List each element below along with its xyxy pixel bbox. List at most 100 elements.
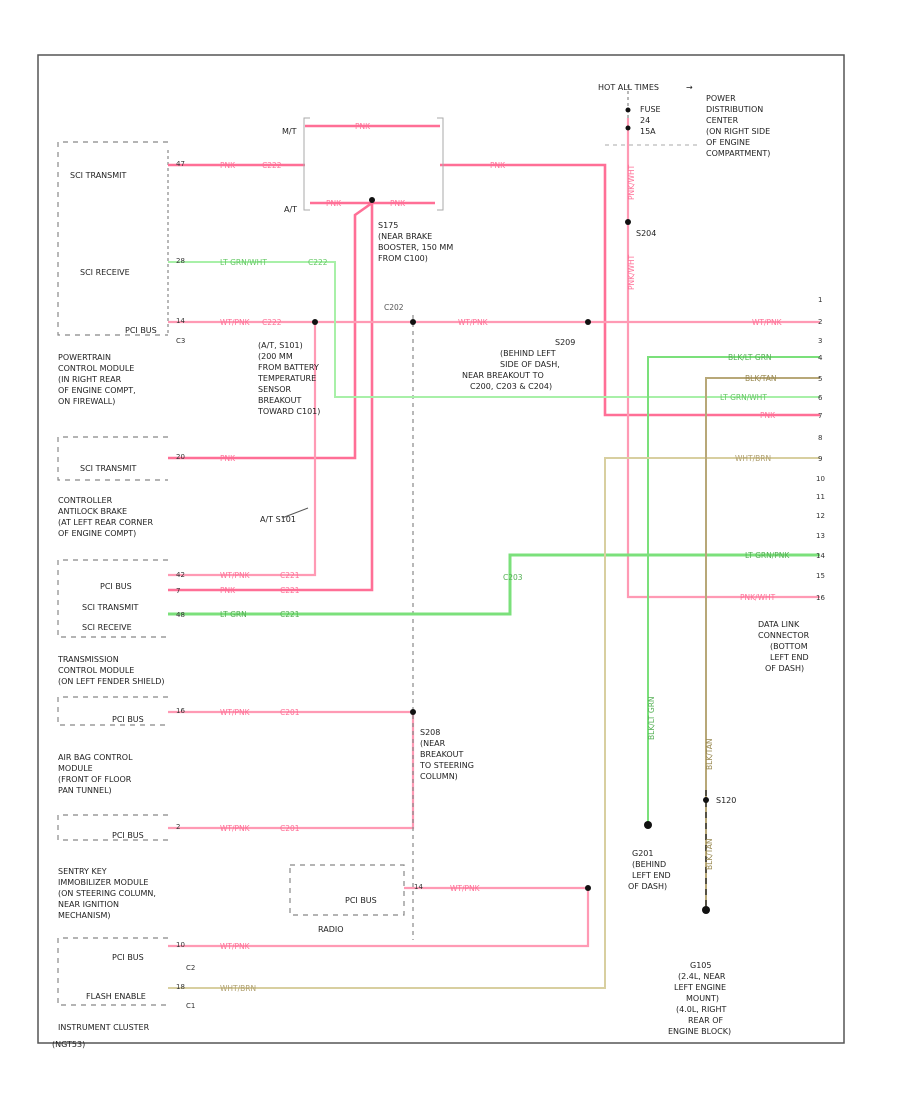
svg-text:(AT LEFT REAR CORNER: (AT LEFT REAR CORNER (58, 518, 153, 527)
wire-conn-c221-a: C221 (280, 571, 300, 580)
svg-text:(NEAR: (NEAR (420, 739, 446, 748)
pcm-box (57, 141, 168, 336)
at-label: A/T (284, 205, 297, 214)
skim-pin-pci-bus: PCI BUS (112, 831, 144, 840)
wire-label-pnk-dlc: PNK (760, 411, 776, 420)
svg-text:POWERTRAIN: POWERTRAIN (58, 353, 111, 362)
svg-text:(A/T, S101): (A/T, S101) (258, 341, 303, 350)
wire-pnk-abs (168, 201, 373, 460)
fuse-name: FUSE (640, 105, 661, 114)
wire-label-pci-dlc: WT/PNK (752, 318, 783, 327)
fuse-number: 24 (640, 116, 650, 125)
svg-text:(200 MM: (200 MM (258, 352, 293, 361)
svg-text:AIR BAG CONTROL: AIR BAG CONTROL (58, 753, 133, 762)
svg-text:2: 2 (818, 318, 822, 326)
wire-label-cluster-pci: WT/PNK (220, 942, 251, 951)
svg-text:ANTILOCK BRAKE: ANTILOCK BRAKE (58, 507, 127, 516)
wire-wtpnk-skim (168, 712, 415, 830)
cluster-box (57, 937, 168, 1006)
svg-text:FROM C100): FROM C100) (378, 254, 428, 263)
svg-text:(FRONT OF FLOOR: (FRONT OF FLOOR (58, 775, 132, 784)
wire-label-blkltgrn-vert: BLK/LT GRN (647, 696, 656, 740)
svg-text:SENSOR: SENSOR (258, 385, 291, 394)
splice-s120 (703, 797, 709, 803)
skim-box (57, 814, 168, 841)
wire-label-pci-b: WT/PNK (458, 318, 489, 327)
svg-text:LEFT END: LEFT END (770, 653, 809, 662)
wire-wtpnk-tcm-pci (168, 322, 317, 577)
svg-text:IMMOBILIZER MODULE: IMMOBILIZER MODULE (58, 878, 149, 887)
abs-pin-num-20: 20 (176, 453, 185, 461)
splice-c202 (410, 319, 416, 325)
svg-text:(ON STEERING COLUMN,: (ON STEERING COLUMN, (58, 889, 156, 898)
fuse-rating: 15A (640, 127, 656, 136)
svg-text:4: 4 (818, 354, 823, 362)
airbag-pin-pci-bus: PCI BUS (112, 715, 144, 724)
svg-text:OF ENGINE COMPT): OF ENGINE COMPT) (58, 529, 136, 538)
wire-conn-c221-c: C221 (280, 610, 300, 619)
svg-text:6: 6 (818, 394, 823, 402)
svg-text:5: 5 (818, 375, 822, 383)
mt-label: M/T (282, 127, 297, 136)
pcm-connector-c3: C3 (176, 337, 185, 345)
s209-label: S209 (BEHIND LEFT SIDE OF DASH, NEAR BRE… (462, 338, 575, 391)
wire-label-blkltgrn: BLK/LT GRN (728, 353, 772, 362)
pcm-pin-sci-transmit: SCI TRANSMIT (70, 171, 126, 180)
tcm-pin-sci-receive: SCI RECEIVE (82, 623, 132, 632)
cluster-pin-num-18: 18 (176, 983, 185, 991)
svg-text:1: 1 (818, 296, 822, 304)
svg-text:TOWARD C101): TOWARD C101) (257, 407, 320, 416)
tcm-pin-num-48: 48 (176, 611, 185, 619)
hot-all-times-label: HOT ALL TIMES (598, 83, 659, 92)
dlc-pin-numbers: 1 2 3 4 5 6 7 8 9 10 11 12 13 14 15 16 (816, 296, 825, 602)
wire-label-whtbrn-dlc: WHT/BRN (735, 454, 771, 463)
wire-label-pnkwht-vert-top: PNK/WHT (627, 164, 636, 200)
tcm-pin-pci-bus: PCI BUS (100, 582, 132, 591)
abs-pin-sci-transmit: SCI TRANSMIT (80, 464, 136, 473)
svg-text:CONNECTOR: CONNECTOR (758, 631, 810, 640)
svg-text:(ON LEFT FENDER SHIELD): (ON LEFT FENDER SHIELD) (58, 677, 165, 686)
ground-g201 (644, 821, 652, 829)
wire-label-pci-a: WT/PNK (220, 318, 251, 327)
wire-wtpnk-cluster (168, 888, 590, 948)
svg-text:MECHANISM): MECHANISM) (58, 911, 110, 920)
svg-text:CENTER: CENTER (706, 116, 739, 125)
svg-text:BOOSTER, 150 MM: BOOSTER, 150 MM (378, 243, 453, 252)
svg-text:(BOTTOM: (BOTTOM (770, 642, 808, 651)
cluster-pin-num-10: 10 (176, 941, 185, 949)
s211-label: (A/T, S101) (200 MM FROM BATTERY TEMPERA… (257, 341, 320, 416)
s120-label: S120 (716, 796, 736, 805)
airbag-pin-num: 16 (176, 707, 185, 715)
tcm-pin-num-42: 42 (176, 571, 185, 579)
svg-text:LEFT ENGINE: LEFT ENGINE (674, 983, 726, 992)
svg-text:LEFT END: LEFT END (632, 871, 671, 880)
airbag-box (57, 696, 168, 726)
wire-label-at-a: PNK (326, 199, 342, 208)
wire-conn-c201-b: C201 (280, 824, 300, 833)
svg-text:12: 12 (816, 512, 825, 520)
tcm-description: TRANSMISSION CONTROL MODULE (ON LEFT FEN… (57, 655, 165, 686)
wire-label-mt-top: PNK (355, 122, 371, 131)
wire-label-cluster-flash: WHT/BRN (220, 984, 256, 993)
splice-s209 (585, 319, 591, 325)
cluster-pin-flash-enable: FLASH ENABLE (86, 992, 146, 1001)
svg-text:ENGINE BLOCK): ENGINE BLOCK) (668, 1027, 731, 1036)
radio-pin-num: 14 (414, 883, 423, 891)
svg-text:8: 8 (818, 434, 822, 442)
wire-label-blktan: BLK/TAN (745, 374, 777, 383)
wire-pnk-to-dlc (440, 163, 820, 417)
svg-text:(BEHIND: (BEHIND (632, 860, 666, 869)
wire-blkltgrn-ground (647, 356, 820, 825)
g105-label: G105 (2.4L, NEAR LEFT ENGINE MOUNT) (4.0… (668, 961, 731, 1036)
airbag-description: AIR BAG CONTROL MODULE (FRONT OF FLOOR P… (58, 753, 133, 795)
svg-text:DATA LINK: DATA LINK (758, 620, 800, 629)
dlc-description: DATA LINK CONNECTOR (BOTTOM LEFT END OF … (758, 620, 810, 673)
svg-text:OF DASH): OF DASH) (628, 882, 667, 891)
pcm-pin-pci-bus: PCI BUS (125, 326, 157, 335)
wire-label-abs: PNK (220, 454, 236, 463)
svg-text:COMPARTMENT): COMPARTMENT) (706, 149, 770, 158)
wire-ltgrn-tcm-receive (168, 553, 820, 616)
splice-s208 (410, 709, 416, 715)
splice-s204 (625, 219, 631, 225)
